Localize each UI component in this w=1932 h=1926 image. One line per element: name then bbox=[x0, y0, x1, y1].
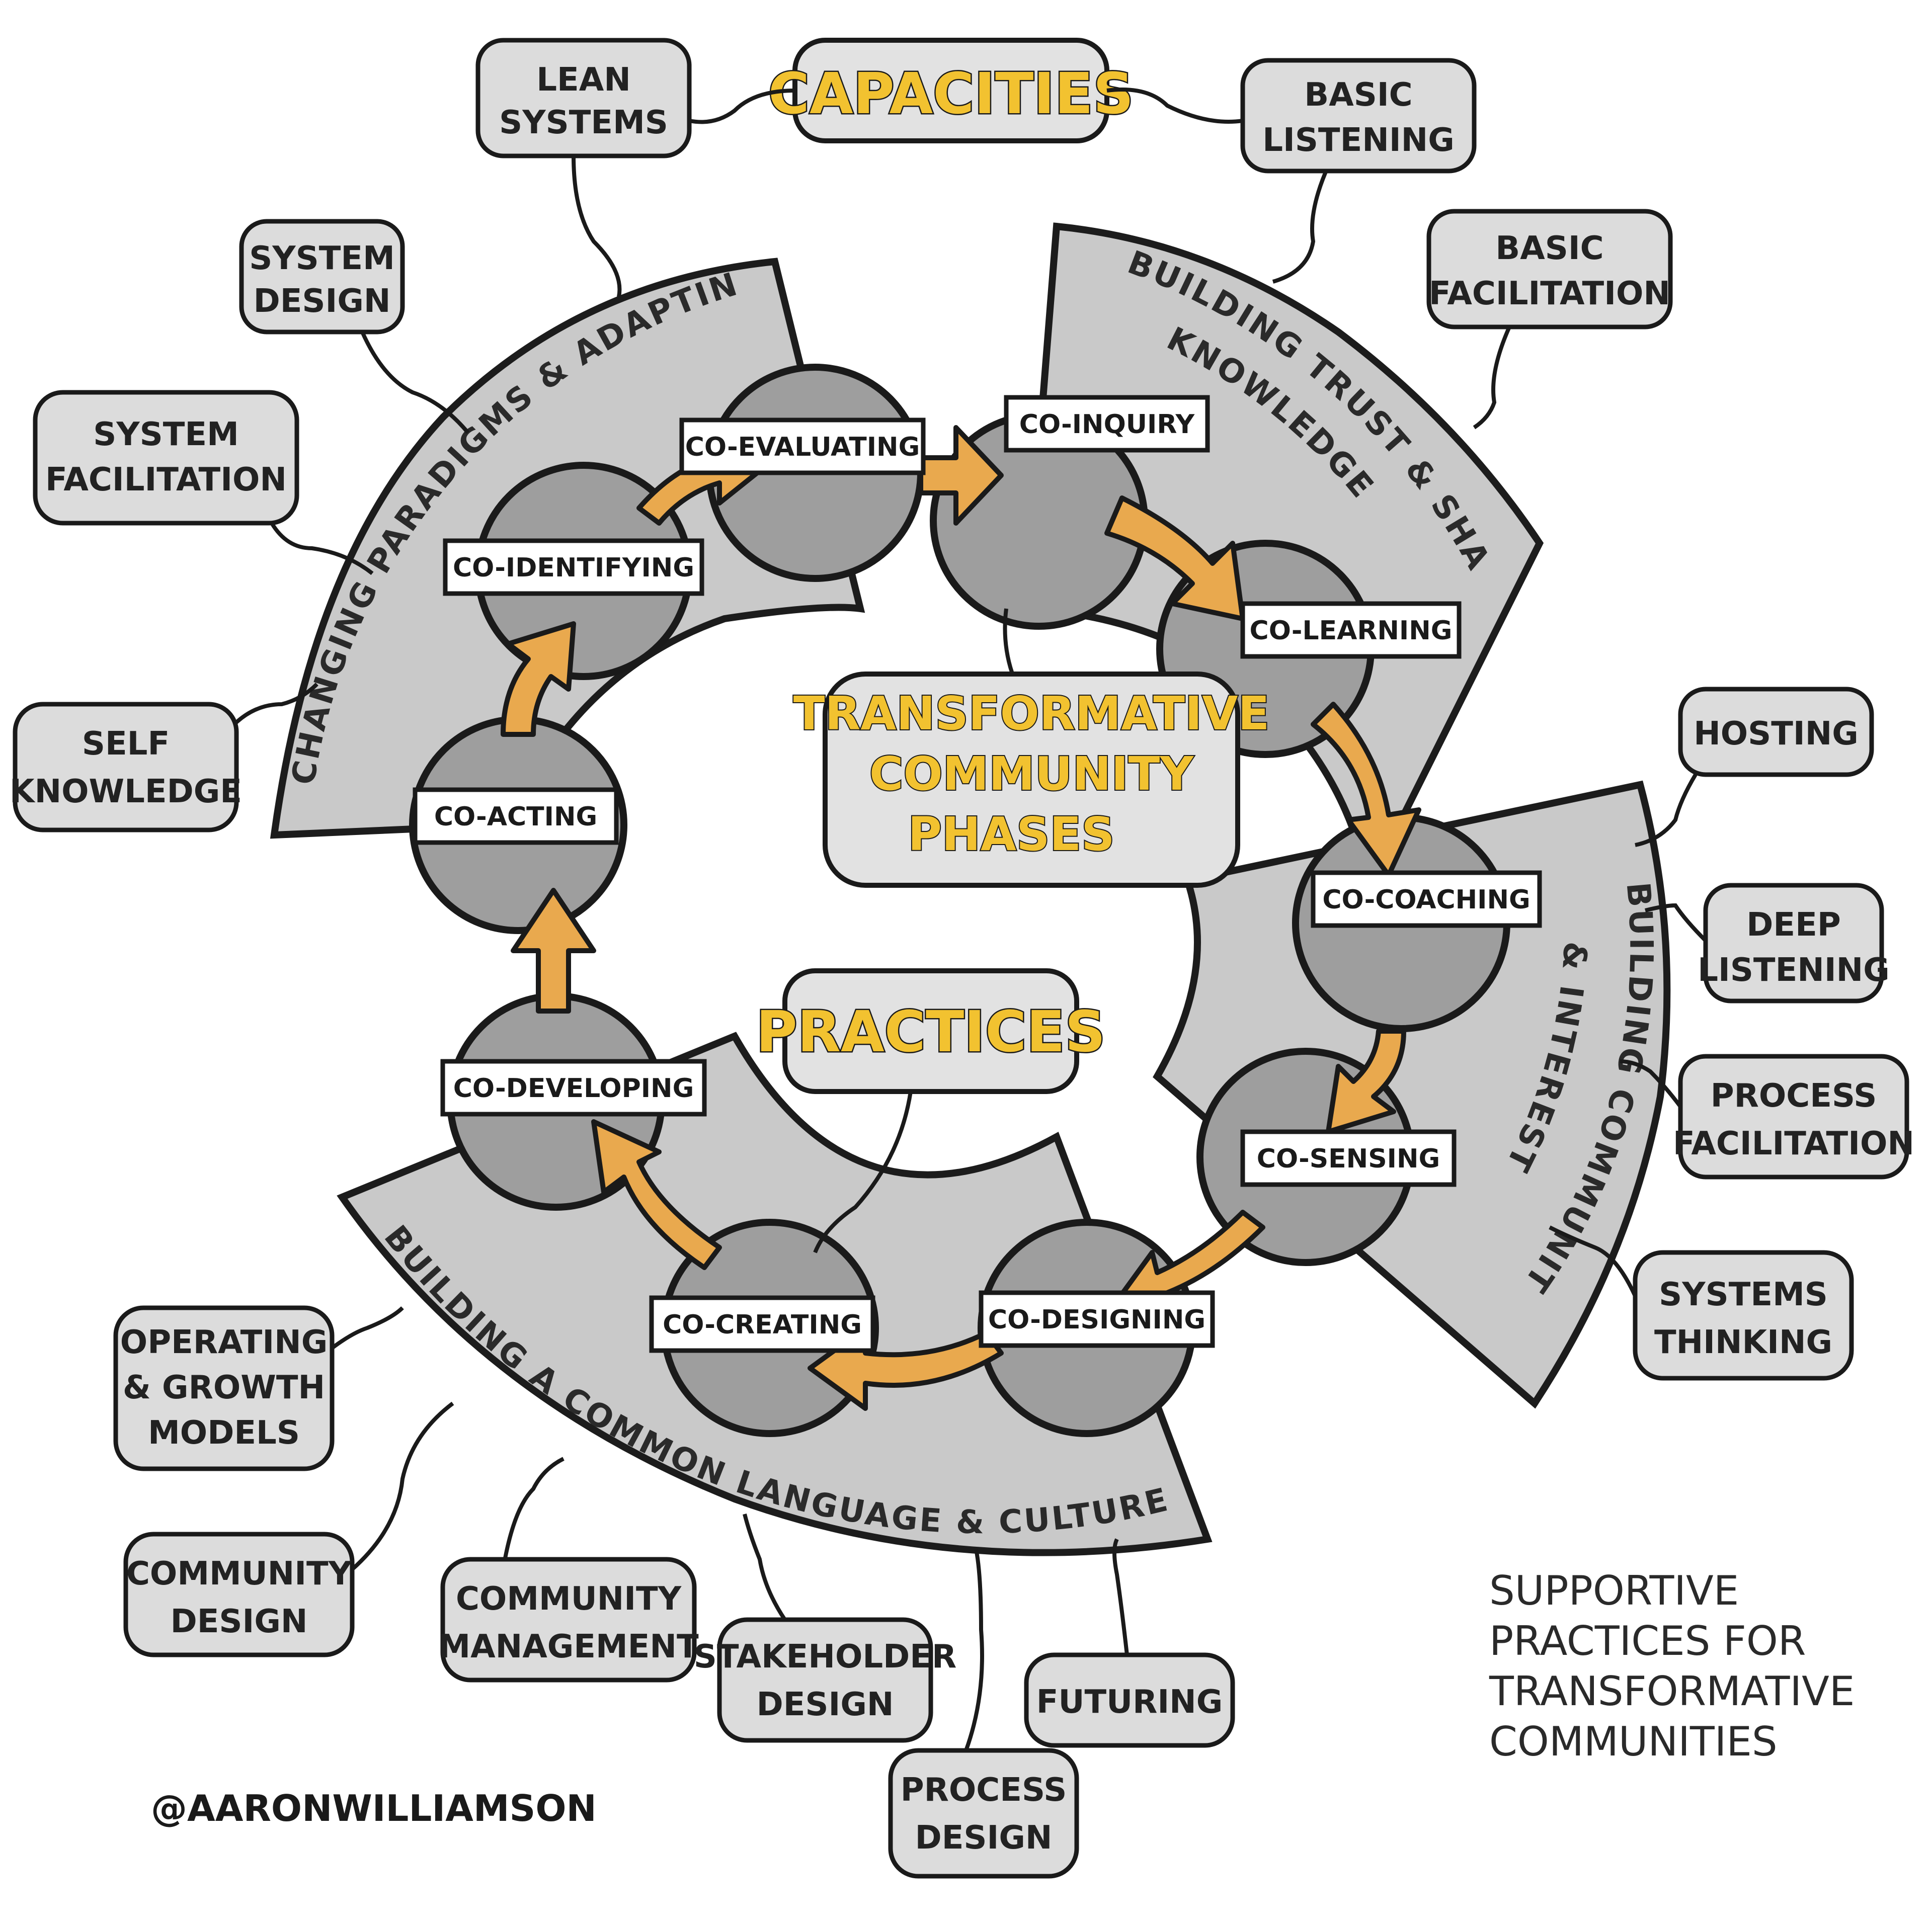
practice-community-design: COMMUNITY DESIGN bbox=[123, 1401, 454, 1657]
center-title-line-2: COMMUNITY bbox=[869, 747, 1194, 801]
capacity-system-facilitation: SYSTEM FACILITATION bbox=[33, 390, 374, 575]
capacity-systems-thinking-line-2: THINKING bbox=[1654, 1324, 1832, 1361]
capacity-self-knowledge: SELF KNOWLEDGE bbox=[10, 683, 318, 832]
practice-futuring-line-1: FUTURING bbox=[1036, 1684, 1223, 1721]
capacity-deep-listening: DEEP LISTENING bbox=[1645, 883, 1890, 1003]
practice-operating-growth-models-line-2: & GROWTH bbox=[123, 1369, 325, 1406]
phase-label-co-sensing: CO-SENSING bbox=[1257, 1144, 1440, 1174]
caption-line-4: COMMUNITIES bbox=[1489, 1718, 1778, 1765]
phase-label-co-evaluating: CO-EVALUATING bbox=[685, 432, 920, 462]
practice-operating-growth-models: OPERATING & GROWTH MODELS bbox=[113, 1305, 404, 1471]
capacity-basic-listening: BASIC LISTENING bbox=[1240, 58, 1477, 284]
phase-label-co-coaching: CO-COACHING bbox=[1322, 885, 1530, 915]
capacity-system-design-line-1: SYSTEM bbox=[249, 240, 395, 277]
practice-stakeholder-design: STAKEHOLDER DESIGN bbox=[694, 1514, 957, 1743]
caption-line-2: PRACTICES FOR bbox=[1489, 1618, 1806, 1664]
caption-line-3: TRANSFORMATIVE bbox=[1489, 1668, 1855, 1715]
capacity-system-design: SYSTEM DESIGN bbox=[239, 219, 470, 434]
capacity-systems-thinking-line-1: SYSTEMS bbox=[1659, 1276, 1828, 1313]
capacity-lean-systems: LEAN SYSTEMS bbox=[475, 38, 692, 297]
practice-process-design: PROCESS DESIGN bbox=[888, 1549, 1079, 1879]
phase-label-co-developing: CO-DEVELOPING bbox=[453, 1073, 694, 1104]
arrow-learning-to-coaching bbox=[1311, 702, 1421, 878]
arrow-inquiry-to-learning bbox=[1104, 495, 1245, 621]
phase-labels: CO-INQUIRY CO-LEARNING CO-COACHING CO-SE… bbox=[413, 395, 1542, 1353]
center-title: TRANSFORMATIVE COMMUNITY PHASES bbox=[792, 608, 1270, 888]
capacity-basic-facilitation: BASIC FACILITATION bbox=[1426, 209, 1673, 430]
arrow-coaching-to-sensing bbox=[1326, 1029, 1406, 1134]
capacities-title: CAPACITIES bbox=[689, 38, 1243, 143]
phase-label-co-identifying: CO-IDENTIFYING bbox=[453, 553, 694, 583]
arrow-acting-to-identifying bbox=[501, 621, 576, 737]
capacity-basic-listening-line-2: LISTENING bbox=[1262, 122, 1455, 159]
caption-line-1: SUPPORTIVE bbox=[1489, 1567, 1739, 1614]
practice-community-management-line-2: MANAGEMENT bbox=[438, 1628, 699, 1665]
phase-label-co-learning: CO-LEARNING bbox=[1250, 616, 1453, 646]
capacity-hosting-line-1: HOSTING bbox=[1694, 715, 1859, 752]
phase-label-co-acting: CO-ACTING bbox=[434, 802, 597, 832]
capacity-basic-listening-line-1: BASIC bbox=[1304, 76, 1412, 114]
cycle-arrows bbox=[501, 425, 1421, 1411]
capacity-process-facilitation-line-2: FACILITATION bbox=[1673, 1125, 1914, 1162]
caption-block: SUPPORTIVE PRACTICES FOR TRANSFORMATIVE … bbox=[1489, 1567, 1855, 1765]
practice-community-management: COMMUNITY MANAGEMENT bbox=[438, 1457, 699, 1683]
phase-label-co-designing: CO-DESIGNING bbox=[988, 1305, 1205, 1335]
capacity-self-knowledge-line-2: KNOWLEDGE bbox=[10, 773, 242, 810]
practice-operating-growth-models-line-1: OPERATING bbox=[120, 1324, 328, 1361]
arrow-evaluating-to-inquiry bbox=[918, 425, 1004, 526]
capacity-hosting: HOSTING bbox=[1635, 687, 1874, 847]
author-credit: @AARONWILLIAMSON bbox=[151, 1787, 597, 1829]
practice-community-design-line-2: DESIGN bbox=[171, 1603, 308, 1640]
practice-futuring: FUTURING bbox=[1024, 1538, 1235, 1748]
capacity-system-design-line-2: DESIGN bbox=[254, 283, 391, 320]
arrow-developing-to-acting bbox=[511, 888, 596, 1014]
practice-process-design-line-2: DESIGN bbox=[915, 1819, 1053, 1857]
capacity-basic-facilitation-line-2: FACILITATION bbox=[1429, 275, 1670, 312]
practice-operating-growth-models-line-3: MODELS bbox=[148, 1414, 300, 1452]
center-title-line-1: TRANSFORMATIVE bbox=[793, 687, 1270, 740]
capacity-system-facilitation-line-2: FACILITATION bbox=[45, 461, 287, 498]
capacity-deep-listening-line-1: DEEP bbox=[1746, 906, 1840, 944]
capacity-self-knowledge-line-1: SELF bbox=[82, 725, 170, 763]
capacity-system-facilitation-line-1: SYSTEM bbox=[93, 416, 239, 453]
center-title-line-3: PHASES bbox=[908, 807, 1115, 861]
practice-community-management-line-1: COMMUNITY bbox=[456, 1580, 682, 1618]
capacity-process-facilitation-line-1: PROCESS bbox=[1711, 1077, 1877, 1115]
capacity-deep-listening-line-2: LISTENING bbox=[1698, 952, 1890, 989]
practice-process-design-line-1: PROCESS bbox=[901, 1772, 1067, 1809]
arrow-creating-to-developing bbox=[591, 1119, 722, 1270]
capacity-basic-facilitation-line-1: BASIC bbox=[1495, 230, 1603, 267]
practice-stakeholder-design-line-2: DESIGN bbox=[757, 1686, 894, 1723]
capacity-lean-systems-line-1: LEAN bbox=[536, 61, 631, 99]
capacity-systems-thinking: SYSTEMS THINKING bbox=[1549, 1225, 1854, 1381]
capacity-process-facilitation: PROCESS FACILITATION bbox=[1620, 1054, 1914, 1180]
practice-stakeholder-design-line-1: STAKEHOLDER bbox=[694, 1638, 957, 1676]
phase-label-co-creating: CO-CREATING bbox=[663, 1310, 862, 1340]
phase-label-co-inquiry: CO-INQUIRY bbox=[1019, 409, 1195, 440]
capacity-lean-systems-line-2: SYSTEMS bbox=[499, 104, 668, 141]
practices-title: PRACTICES bbox=[755, 968, 1107, 1253]
practices-title-text: PRACTICES bbox=[756, 999, 1106, 1065]
practice-community-design-line-1: COMMUNITY bbox=[126, 1555, 352, 1593]
capacities-title-text: CAPACITIES bbox=[768, 61, 1134, 127]
